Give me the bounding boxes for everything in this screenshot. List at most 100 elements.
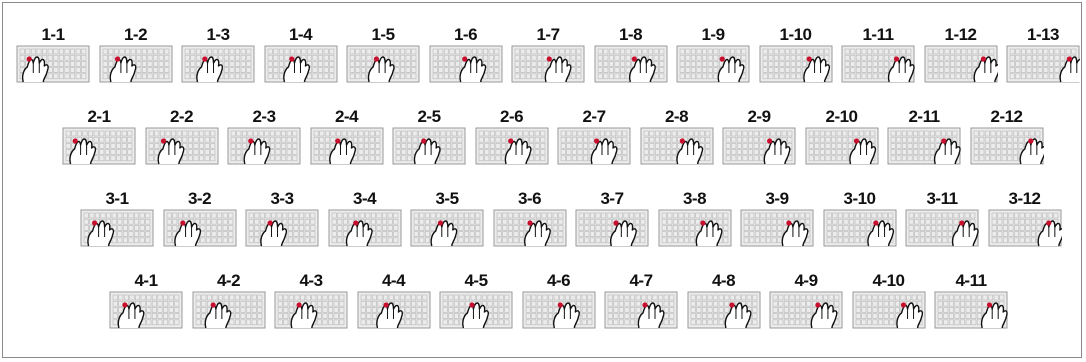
cell-label: 1-9 [674,25,752,45]
cell-label: 2-12 [968,107,1046,127]
cell-label: 2-1 [60,107,138,127]
diagram-cell: 4-2 [190,271,268,333]
keyboard-icon [722,127,796,165]
red-dot-marker [786,220,791,225]
cell-label: 4-11 [932,271,1010,291]
keyboard-icon [687,291,761,329]
red-dot-marker [547,56,552,61]
cell-label: 3-2 [161,189,239,209]
cell-label: 2-11 [885,107,963,127]
keyboard-body [193,292,265,328]
diagram-cell: 4-4 [355,271,433,333]
red-dot-marker [1028,138,1033,143]
keyboard-icon [1006,45,1080,83]
diagram-cell: 2-7 [555,107,633,169]
diagram-cell: 1-6 [427,25,505,87]
red-dot-marker [613,220,618,225]
cell-label: 1-11 [839,25,917,45]
cell-label: 1-10 [757,25,835,45]
keyboard-icon [328,209,402,247]
red-dot-marker [508,138,513,143]
keyboard-icon [493,209,567,247]
red-dot-marker [160,138,165,143]
keyboard-icon [759,45,833,83]
red-dot-marker [92,220,97,225]
keyboard-icon [740,209,814,247]
red-dot-marker [268,220,273,225]
cell-label: 4-10 [850,271,928,291]
red-dot-marker [289,56,294,61]
cell-label: 2-4 [308,107,386,127]
diagram-cell: 3-5 [408,189,486,251]
keyboard-body [146,128,218,164]
keyboard-icon [887,127,961,165]
diagram-cell: 1-11 [839,25,917,87]
red-dot-marker [767,138,772,143]
keyboard-icon [852,291,926,329]
cell-label: 2-8 [638,107,716,127]
cell-label: 4-9 [767,271,845,291]
keyboard-icon [823,209,897,247]
diagram-cell: 2-6 [473,107,551,169]
red-dot-marker [853,138,858,143]
diagram-cell: 4-9 [767,271,845,333]
red-dot-marker [815,302,820,307]
red-dot-marker [873,220,878,225]
diagram-cell: 3-8 [656,189,734,251]
keyboard-icon [924,45,998,83]
cell-label: 1-6 [427,25,505,45]
red-dot-marker [959,220,964,225]
red-dot-marker [631,56,636,61]
cell-label: 3-5 [408,189,486,209]
diagram-cell: 3-10 [821,189,899,251]
red-dot-marker [335,138,340,143]
cell-label: 4-4 [355,271,433,291]
cell-label: 3-11 [903,189,981,209]
cell-label: 3-3 [243,189,321,209]
keyboard-icon [439,291,513,329]
red-dot-marker [374,56,379,61]
keyboard-icon [181,45,255,83]
diagram-cell: 4-10 [850,271,928,333]
cell-label: 4-8 [685,271,763,291]
cell-label: 4-3 [272,271,350,291]
red-dot-marker [527,220,532,225]
keyboard-icon [594,45,668,83]
cell-label: 2-10 [803,107,881,127]
diagram-cell: 1-2 [97,25,175,87]
cell-label: 1-7 [509,25,587,45]
diagram-cell: 4-6 [520,271,598,333]
cell-label: 2-6 [473,107,551,127]
diagram-cell: 3-7 [573,189,651,251]
diagram-cell: 3-2 [161,189,239,251]
diagram-cell: 3-4 [326,189,404,251]
diagram-cell: 1-4 [262,25,340,87]
diagram-cell: 2-5 [390,107,468,169]
red-dot-marker [729,302,734,307]
keyboard-icon [429,45,503,83]
diagram-cell: 4-5 [437,271,515,333]
red-dot-marker [557,302,562,307]
diagram-cell: 4-3 [272,271,350,333]
keyboard-body [688,292,760,328]
diagram-cell: 1-12 [922,25,1000,87]
cell-label: 4-7 [602,271,680,291]
diagram-cell: 2-11 [885,107,963,169]
red-dot-marker [1046,220,1051,225]
keyboard-body [659,210,731,246]
red-dot-marker [1067,56,1072,61]
keyboard-icon [310,127,384,165]
red-dot-marker [720,56,725,61]
cell-label: 3-1 [78,189,156,209]
diagram-cell: 1-7 [509,25,587,87]
red-dot-marker [462,56,467,61]
red-dot-marker [353,220,358,225]
red-dot-marker [679,138,684,143]
diagram-cell: 1-8 [592,25,670,87]
keyboard-icon [841,45,915,83]
red-dot-marker [27,56,32,61]
red-dot-marker [248,138,253,143]
diagram-cell: 1-13 [1004,25,1082,87]
keyboard-icon [905,209,979,247]
